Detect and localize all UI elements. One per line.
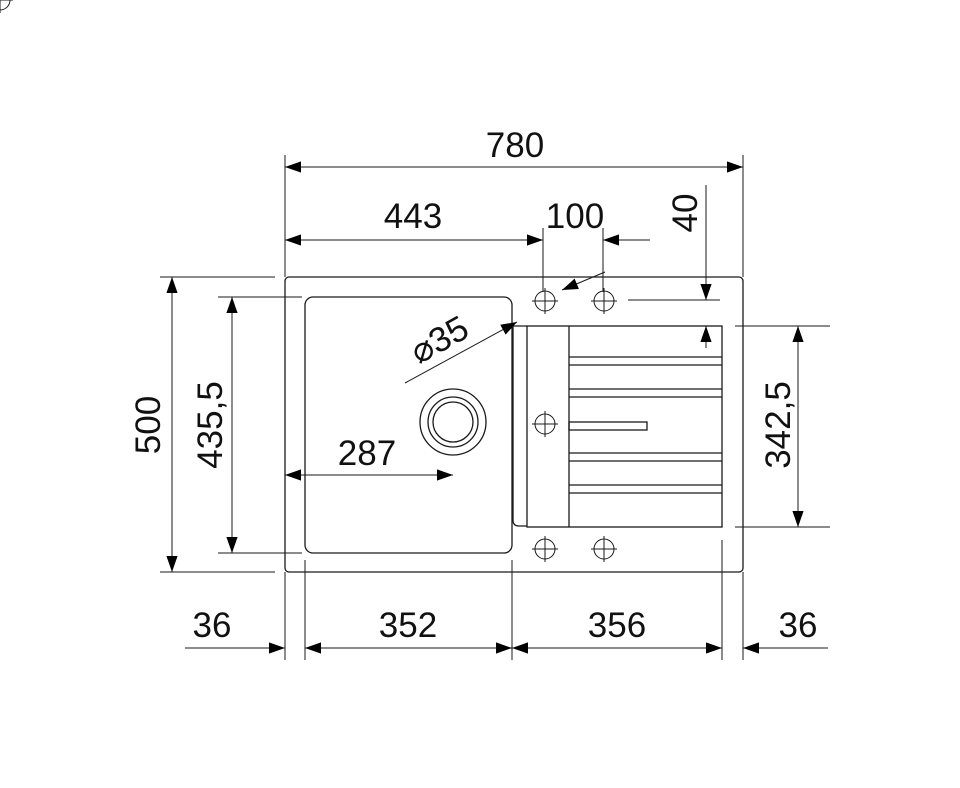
dim-overall-depth: 500 — [129, 396, 168, 454]
dim-drainer-width: 356 — [588, 606, 646, 645]
dim-bowl-width: 352 — [379, 606, 437, 645]
dim-drain-offset: 287 — [338, 434, 396, 473]
dim-right-rim: 36 — [779, 606, 818, 645]
dim-bowl-offset: 443 — [384, 197, 442, 236]
drainer-step — [512, 325, 527, 527]
dim-tap-hole-from-edge: 40 — [666, 194, 705, 233]
drainer — [526, 325, 723, 528]
dim-overall-width: 780 — [486, 126, 544, 165]
overflow-slot — [568, 421, 648, 431]
drainer-grooves — [568, 356, 722, 494]
tap-holes — [0, 0, 618, 563]
dim-drainer-depth: 342,5 — [759, 381, 798, 469]
dimension-labels: 780 443 100 40 500 435,5 342,5 287 ⌀35 3… — [129, 126, 817, 645]
drain — [419, 388, 487, 456]
bowl — [304, 296, 513, 554]
dim-left-rim: 36 — [193, 606, 232, 645]
dim-tap-hole-spacing: 100 — [546, 197, 604, 236]
dim-bowl-depth: 435,5 — [191, 381, 230, 469]
sink-outline — [0, 0, 744, 573]
dimension-lines — [160, 155, 830, 660]
dim-tap-hole-diameter: ⌀35 — [404, 308, 475, 371]
